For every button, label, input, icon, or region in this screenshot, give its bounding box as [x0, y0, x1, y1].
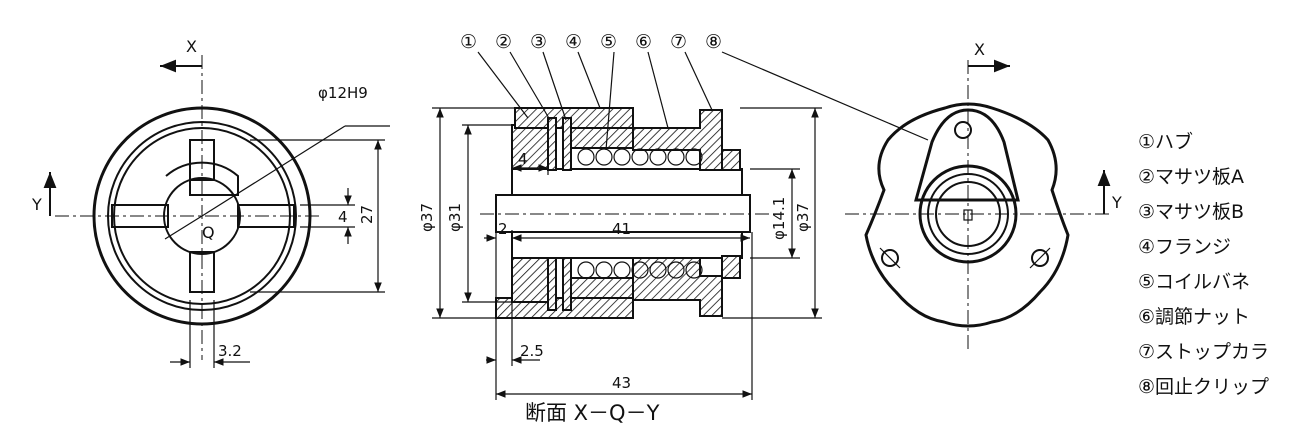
part-number-6: ⑥ [635, 31, 652, 53]
total-length-dim: 43 [612, 374, 631, 392]
part-number-3: ③ [530, 31, 547, 53]
right-rear-view [845, 59, 1111, 350]
legend-item: ⑦ストップカラ [1138, 341, 1269, 363]
right-dia-dim: φ37 [794, 203, 812, 232]
part-number-2: ② [495, 31, 512, 53]
part-number-5: ⑤ [600, 31, 617, 53]
section-title: 断面 X－Q－Y [525, 401, 660, 425]
shaft-dia-dim: φ14.1 [770, 197, 788, 240]
hub-step-dim: 4 [518, 150, 528, 168]
left-front-view [43, 55, 390, 368]
flange-dia-dim: φ31 [446, 203, 464, 232]
bore-dim-label: φ12H9 [318, 84, 368, 102]
hub-length-dim: 41 [612, 220, 631, 238]
left-x-axis-label: X [186, 37, 197, 56]
legend-item: ④フランジ [1138, 236, 1231, 258]
legend-item: ⑧回止クリップ [1138, 376, 1269, 398]
part-number-1: ① [460, 31, 477, 53]
parts-legend: ①ハブ ②マサツ板A ③マサツ板B ④フランジ ⑤コイルバネ ⑥調節ナット ⑦ス… [1138, 130, 1269, 398]
right-y-axis-label: Y [1111, 193, 1122, 212]
left-y-axis-label: Y [31, 195, 42, 214]
legend-item: ⑥調節ナット [1138, 306, 1250, 328]
gap-dim: 2 [498, 220, 508, 238]
part-number-7: ⑦ [670, 31, 687, 53]
plate-thickness-dim: 2.5 [520, 342, 544, 360]
legend-item: ②マサツ板A [1138, 166, 1244, 188]
slot-height-dim: 27 [358, 205, 376, 224]
section-view [432, 51, 929, 400]
part-number-8: ⑧ [705, 31, 722, 53]
legend-item: ③マサツ板B [1138, 201, 1244, 223]
slot-offset-dim: 3.2 [218, 342, 242, 360]
slot-width-dim: 4 [338, 208, 348, 226]
outer-dia-dim: φ37 [418, 203, 436, 232]
legend-item: ①ハブ [1138, 130, 1193, 153]
right-x-axis-label: X [974, 40, 985, 59]
part-number-4: ④ [565, 31, 582, 53]
legend-item: ⑤コイルバネ [1138, 271, 1250, 293]
center-q-label: Q [202, 223, 215, 242]
